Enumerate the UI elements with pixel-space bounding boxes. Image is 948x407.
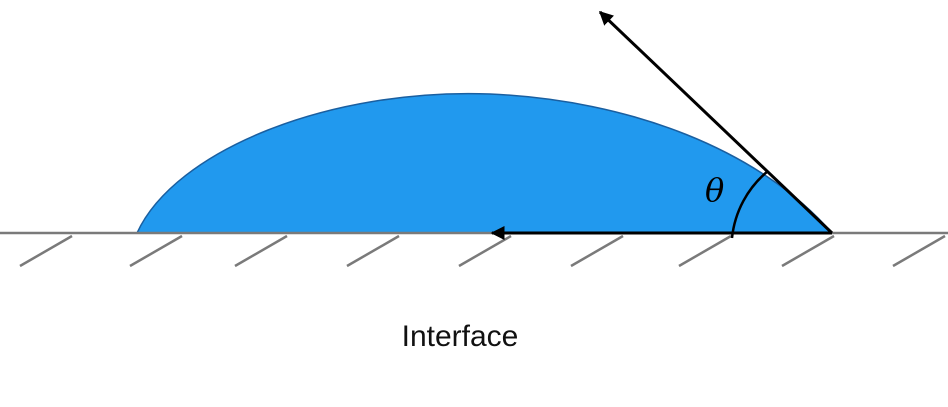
droplet — [135, 92, 834, 234]
hatch-mark — [129, 234, 183, 268]
hatch-mark — [234, 234, 288, 268]
surface-hatching — [19, 234, 946, 268]
hatch-mark — [570, 234, 624, 268]
hatch-mark — [781, 234, 835, 268]
contact-angle-arc — [730, 170, 769, 239]
hatch-mark — [892, 234, 946, 268]
interface-caption: Interface — [402, 320, 519, 353]
hatch-mark — [458, 234, 512, 268]
hatch-mark — [346, 234, 400, 268]
hatch-mark — [19, 234, 73, 268]
hatch-mark — [678, 234, 732, 268]
tangent-arrow — [598, 10, 834, 235]
angle-label: θ — [705, 171, 724, 209]
